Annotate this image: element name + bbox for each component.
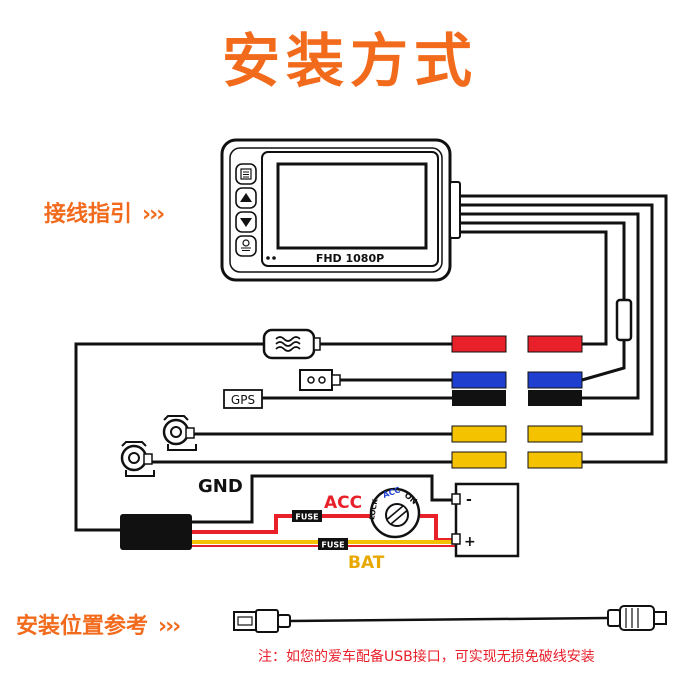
battery-icon: - + (451, 482, 520, 558)
up-arrow-icon (240, 193, 252, 202)
menu-icon (240, 168, 252, 180)
yellow-terminal-right-1 (527, 425, 583, 443)
usb-plug-icon (233, 611, 257, 631)
red-terminal-left (451, 335, 507, 353)
install-arrows-icon: ››› (158, 614, 181, 639)
acc-fuse-label: FUSE (295, 513, 318, 522)
ok-icon (241, 239, 251, 251)
front-camera-icon (162, 415, 197, 451)
yellow-terminal-left-2 (451, 451, 507, 469)
device-cable-bundle (460, 194, 668, 464)
noise-filter (262, 328, 321, 360)
install-position-text: 安装位置参考 (16, 614, 149, 639)
bat-label: BAT (348, 553, 385, 573)
power-module (120, 514, 192, 550)
two-pin-connector (299, 369, 341, 391)
left-wires (74, 342, 452, 532)
black-terminal-right (528, 390, 582, 406)
bat-fuse: FUSE (318, 538, 348, 550)
wire-terminals (451, 335, 583, 469)
battery-minus-label: - (466, 492, 472, 508)
red-terminal-right (527, 335, 583, 353)
screen-label: FHD 1080P (316, 252, 384, 265)
inline-connector (615, 298, 633, 342)
gps-label: GPS (231, 393, 255, 407)
dashcam-device: FHD 1080P (220, 138, 461, 282)
wiring-guide-label: 接线指引 ››› (44, 196, 165, 228)
acc-fuse: FUSE (292, 510, 322, 522)
page-title: 安装方式 (221, 27, 478, 95)
blue-terminal-right (527, 371, 583, 389)
device-connector (449, 181, 461, 239)
ignition-switch-icon: ACC ON LOCK (368, 485, 421, 539)
install-position-label: 安装位置参考 ››› (16, 608, 181, 640)
acc-wire (192, 514, 370, 534)
acc-label: ACC (324, 493, 362, 513)
gnd-label: GND (198, 476, 243, 497)
usb-note: 注：如您的爱车配备USB接口，可实现无损免破线安装 (258, 649, 595, 665)
acc-wire-to-battery (420, 514, 456, 542)
yellow-terminal-right-2 (527, 451, 583, 469)
gps-module: GPS (223, 389, 263, 409)
wiring-arrows-icon: ››› (142, 202, 165, 227)
yellow-terminal-left-1 (451, 425, 507, 443)
battery-plus-label: + (464, 534, 476, 550)
bat-fuse-label: FUSE (321, 541, 344, 550)
ignition-lock-label: LOCK (368, 498, 380, 520)
wiring-guide-text: 接线指引 (44, 202, 133, 227)
usb-cable (233, 605, 667, 633)
black-terminal-left (452, 390, 506, 406)
gnd-wire (192, 474, 456, 524)
blue-terminal-left (451, 371, 507, 389)
down-arrow-icon (240, 218, 252, 227)
rear-camera-icon (120, 441, 155, 477)
